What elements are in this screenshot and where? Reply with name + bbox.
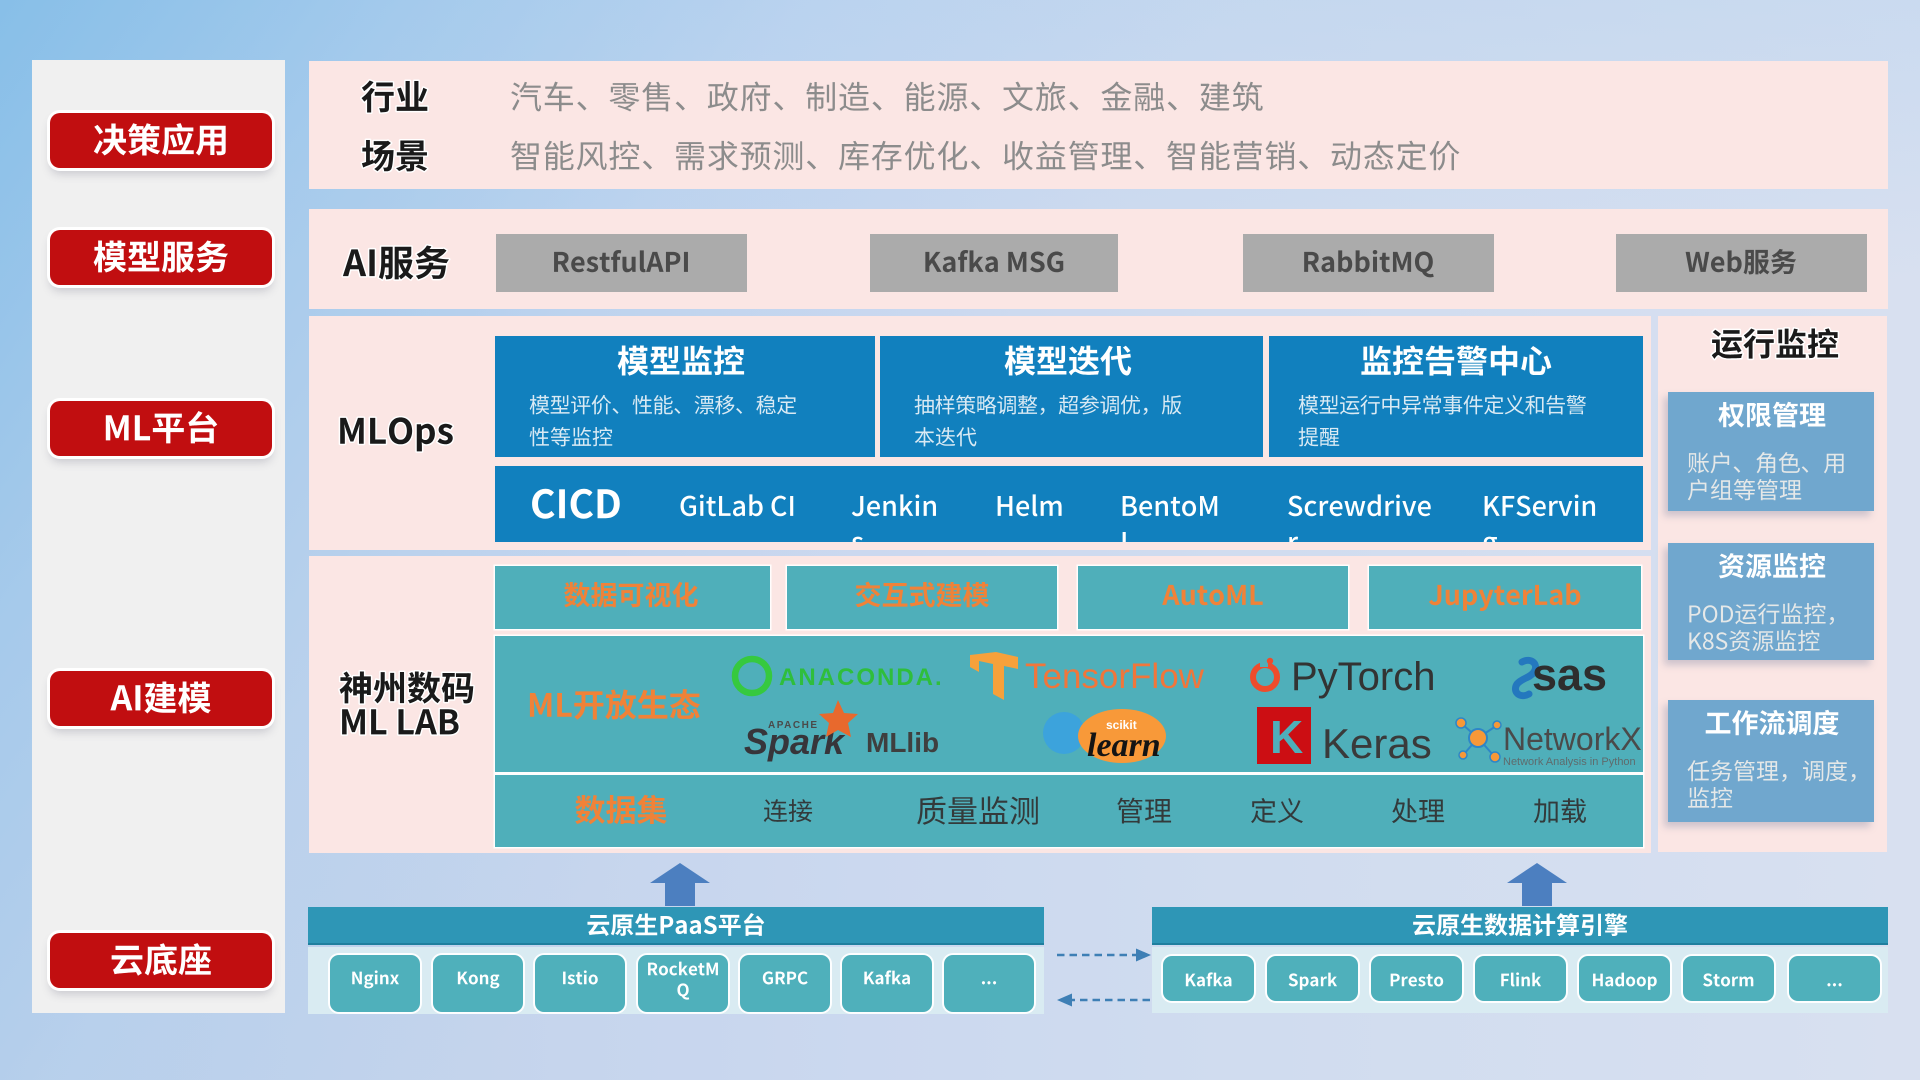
- svg-text:NetworkX: NetworkX: [1503, 721, 1642, 757]
- svg-text:K: K: [1270, 711, 1303, 763]
- svg-text:MLlib: MLlib: [866, 727, 939, 758]
- svg-text:PyTorch: PyTorch: [1291, 655, 1436, 699]
- svg-text:APACHE: APACHE: [768, 720, 818, 731]
- svg-text:TensorFlow: TensorFlow: [1025, 657, 1205, 696]
- svg-text:Keras: Keras: [1322, 720, 1432, 767]
- svg-text:scikit: scikit: [1106, 718, 1137, 732]
- svg-text:Network Analysis in Python: Network Analysis in Python: [1503, 756, 1636, 768]
- svg-text:ANACONDA.: ANACONDA.: [779, 664, 944, 691]
- svg-text:learn: learn: [1087, 727, 1161, 764]
- svg-text:sas: sas: [1532, 649, 1607, 700]
